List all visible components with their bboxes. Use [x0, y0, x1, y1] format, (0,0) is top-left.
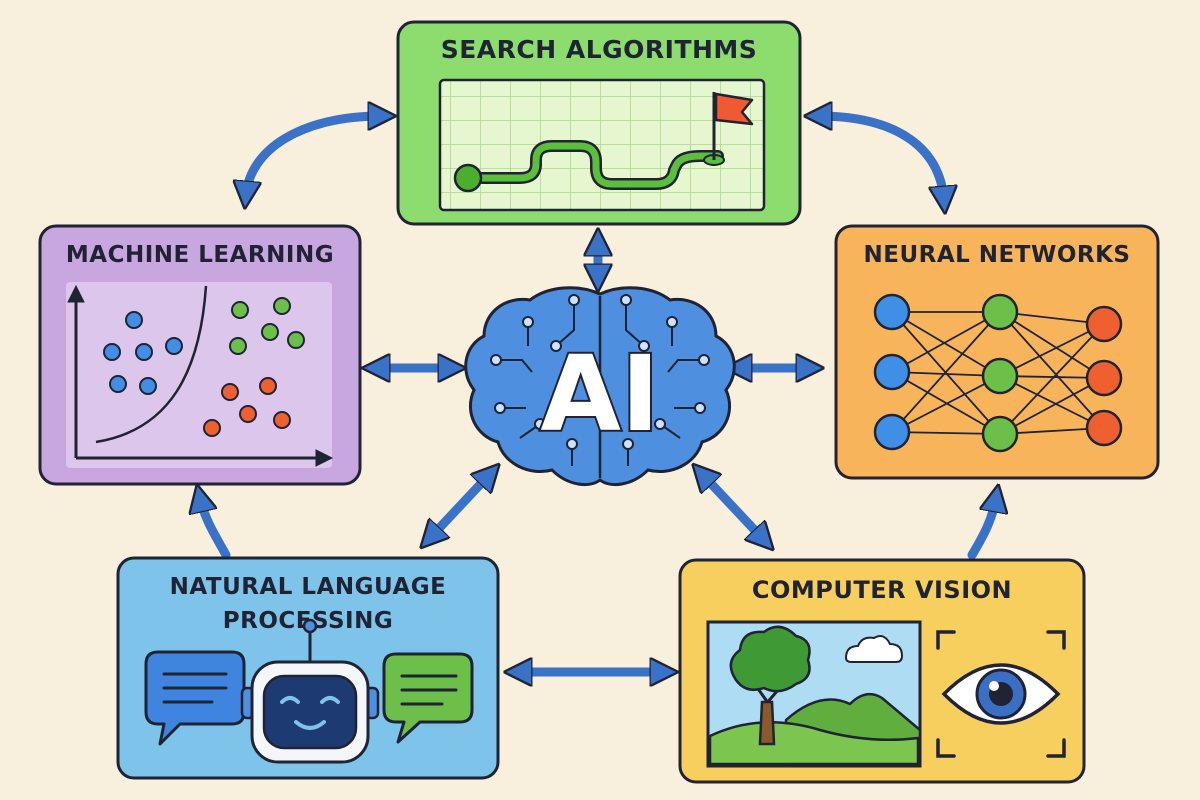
panel-machine-learning: MACHINE LEARNING	[38, 224, 362, 486]
panel-natural-language-processing: NATURAL LANGUAGE PROCESSING	[116, 556, 500, 780]
robot-icon	[240, 618, 380, 764]
ai-label: AI	[540, 333, 659, 455]
nlp-panel-title-line1: NATURAL LANGUAGE	[170, 574, 447, 600]
panel-computer-vision: COMPUTER VISION	[678, 558, 1086, 784]
nn-panel-title: NEURAL NETWORKS	[864, 242, 1131, 268]
ml-cluster-green	[229, 297, 305, 355]
ml-decision-boundary	[95, 285, 208, 444]
ml-axes	[67, 284, 334, 467]
arrow-nlp-ml	[200, 498, 231, 560]
ml-cluster-red	[203, 377, 291, 437]
search-panel-title: SEARCH ALGORITHMS	[441, 35, 758, 64]
arrow-search-ml	[246, 116, 382, 195]
panel-search-algorithms: SEARCH ALGORITHMS	[396, 20, 802, 226]
arrow-ai-nlp	[430, 474, 490, 538]
cv-panel-title: COMPUTER VISION	[752, 576, 1012, 604]
ml-panel-title: MACHINE LEARNING	[66, 242, 334, 268]
nn-hidden-layer	[981, 293, 1019, 453]
chat-bubble-right-icon	[382, 652, 474, 744]
goal-flag-icon	[703, 92, 754, 166]
search-start-node	[453, 163, 483, 193]
search-grid-map	[438, 78, 766, 212]
connection-arrows	[200, 116, 996, 672]
arrow-ai-cv	[702, 474, 764, 540]
landscape-image-icon	[706, 620, 922, 768]
eye-scan-icon	[936, 630, 1066, 758]
ml-cluster-blue	[103, 311, 183, 395]
brain-circuit-nodes	[490, 294, 710, 450]
arrow-search-nn	[818, 116, 944, 200]
panel-neural-networks: NEURAL NETWORKS	[834, 224, 1160, 480]
arrow-cv-nn	[967, 498, 996, 560]
nn-input-layer	[873, 293, 911, 451]
nn-output-layer	[1085, 305, 1123, 447]
ai-brain-icon: AI	[464, 286, 736, 487]
